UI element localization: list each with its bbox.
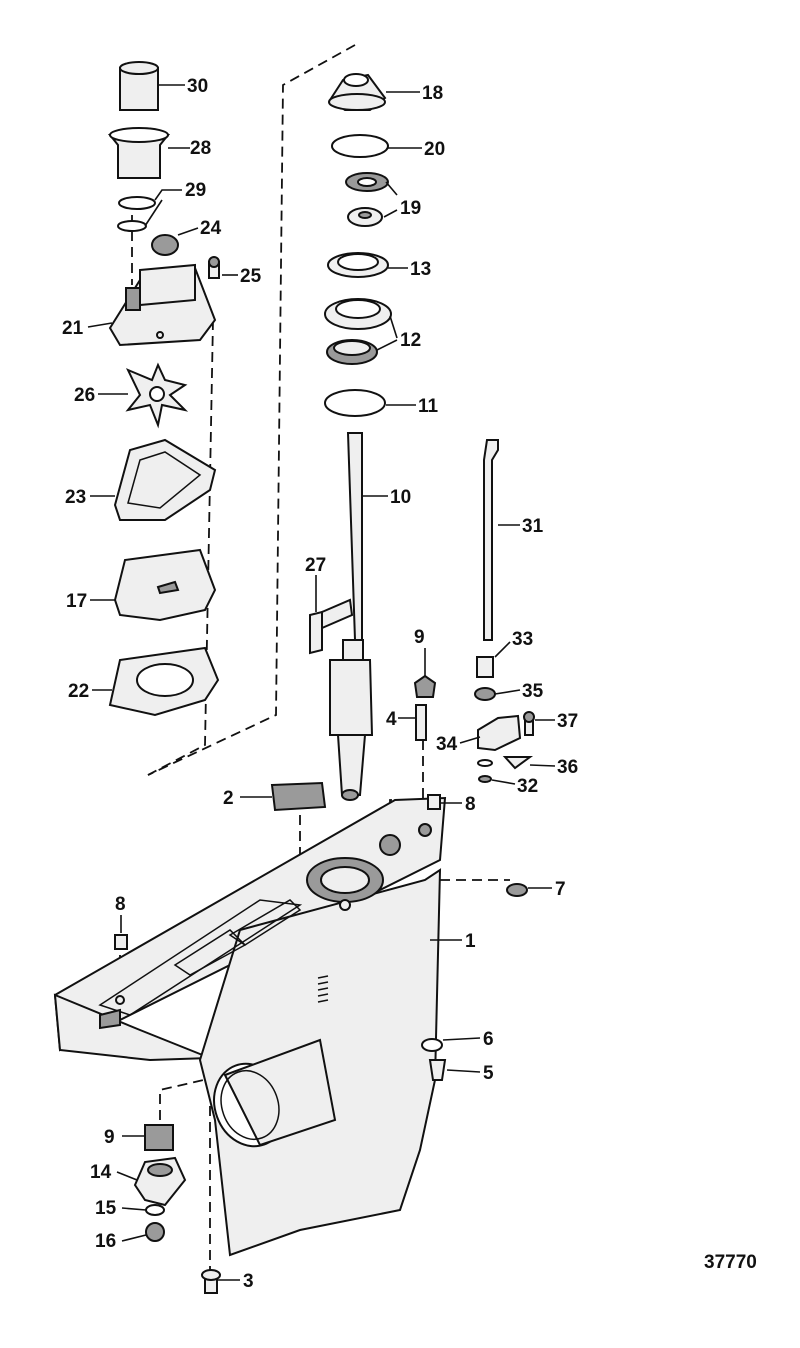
callout-22: 21	[62, 318, 84, 339]
callout-3: 3	[243, 1271, 254, 1292]
part-28	[309, 610, 323, 655]
callout-4: 4	[386, 709, 397, 730]
callout-36: 35	[522, 681, 544, 702]
callout-11: 10	[390, 487, 411, 508]
callout-29: 28	[190, 138, 211, 159]
callout-8-top: 8	[465, 794, 476, 815]
callout-6: 6	[483, 1029, 494, 1050]
callout-labels: 30 28 29 24 25 21 26 23 17 22 18 20 19 1…	[62, 76, 578, 1292]
shift-parts	[474, 439, 535, 783]
callout-18: 17	[66, 591, 87, 612]
callout-1: 1	[465, 931, 476, 952]
callout-31: 30	[187, 76, 208, 97]
misc-parts	[114, 674, 528, 1294]
callout-8-left: 8	[115, 894, 126, 915]
callout-20: 19	[400, 198, 421, 219]
callout-10: 9	[414, 627, 425, 648]
callout-32: 31	[522, 516, 544, 537]
callout-19: 18	[422, 83, 443, 104]
callout-37: 36	[557, 757, 578, 778]
callout-13: 12	[400, 330, 421, 351]
part-4	[415, 704, 427, 741]
part-9	[144, 1124, 174, 1151]
callout-27: 26	[74, 385, 95, 406]
callout-38: 37	[557, 711, 578, 732]
callout-leaders	[87, 84, 556, 1281]
callout-17: 16	[95, 1231, 116, 1252]
callout-5: 5	[483, 1063, 494, 1084]
callout-14: 13	[410, 259, 431, 280]
callout-7: 7	[555, 879, 566, 900]
part-10	[413, 674, 437, 698]
callout-9: 9	[104, 1127, 115, 1148]
callout-30: 29	[185, 180, 206, 201]
callout-24: 23	[65, 487, 86, 508]
drive-shaft-parts	[309, 73, 392, 801]
gear-housing	[53, 796, 447, 1257]
part-35	[477, 714, 522, 752]
callout-16: 15	[95, 1198, 117, 1219]
callout-15: 14	[90, 1162, 112, 1183]
part-32	[483, 439, 499, 641]
callout-25: 24	[200, 218, 222, 239]
part-5	[428, 1059, 447, 1081]
callout-12: 11	[418, 396, 439, 417]
callout-21: 20	[424, 139, 445, 160]
callout-26: 25	[240, 266, 262, 287]
figure-number: 37770	[704, 1252, 757, 1273]
callout-28: 27	[305, 555, 326, 576]
callout-23: 22	[68, 681, 89, 702]
callout-35: 34	[436, 734, 458, 755]
callout-2: 2	[223, 788, 234, 809]
part-2	[270, 781, 327, 812]
callout-34: 33	[512, 629, 533, 650]
water-pump-parts	[107, 61, 220, 717]
callout-33: 32	[517, 776, 538, 797]
